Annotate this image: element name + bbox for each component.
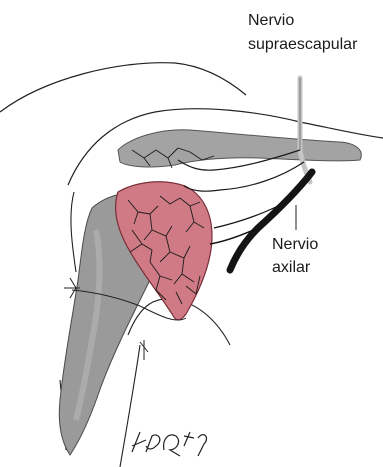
artist-signature: [132, 432, 206, 456]
axillary-nerve-label-line2: axilar: [272, 259, 310, 277]
suprascapular-nerve-label-line2: supraescapular: [248, 36, 357, 54]
suprascapular-branch: [184, 162, 304, 191]
body-outline: [71, 192, 76, 272]
suprascapular-nerve-label-line1: Nervio: [248, 12, 294, 30]
suprascapular-nerve: [300, 78, 310, 182]
body-outline: [0, 63, 246, 112]
axillary-nerve-label-line1: Nervio: [272, 236, 318, 254]
clavicle-bone: [118, 130, 361, 167]
arm-outline: [120, 345, 140, 467]
nerve-end-mark: [140, 340, 148, 360]
